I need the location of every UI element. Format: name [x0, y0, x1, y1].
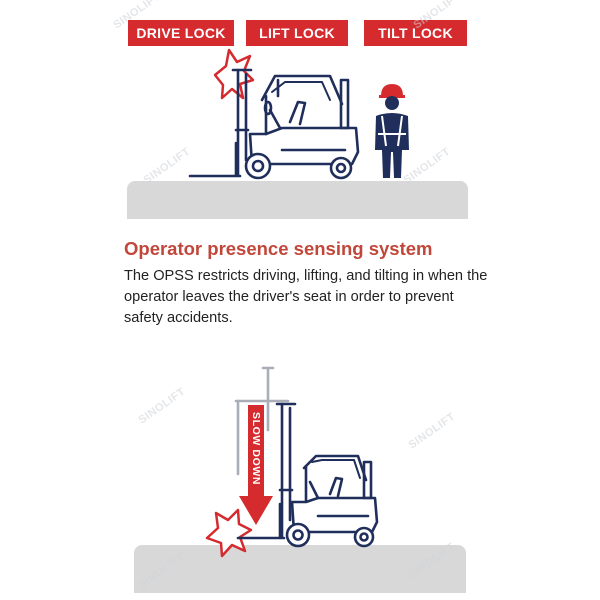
tilt-lock-badge: TILT LOCK: [364, 20, 467, 46]
impact-burst-icon: [213, 48, 255, 100]
drive-lock-badge: DRIVE LOCK: [128, 20, 234, 46]
forklift-icon: [188, 68, 360, 180]
description: The OPSS restricts driving, lifting, and…: [124, 266, 504, 329]
section-title: Operator presence sensing system: [124, 238, 433, 259]
ground-platform-bottom: [134, 545, 466, 593]
lift-lock-badge: LIFT LOCK: [246, 20, 348, 46]
worker-icon: [375, 84, 409, 178]
impact-burst-icon: [205, 508, 253, 558]
slow-down-arrow-icon: SLOW DOWN: [239, 405, 273, 525]
ground-platform-top: [127, 181, 468, 219]
description-line: operator leaves the driver's seat in ord…: [124, 289, 454, 305]
description-line: The OPSS restricts driving, lifting, and…: [124, 268, 488, 284]
description-line: safety accidents.: [124, 310, 233, 326]
forklift-icon: [236, 402, 379, 548]
raised-mast-ghost: [234, 366, 290, 476]
slow-down-label: SLOW DOWN: [250, 412, 262, 485]
